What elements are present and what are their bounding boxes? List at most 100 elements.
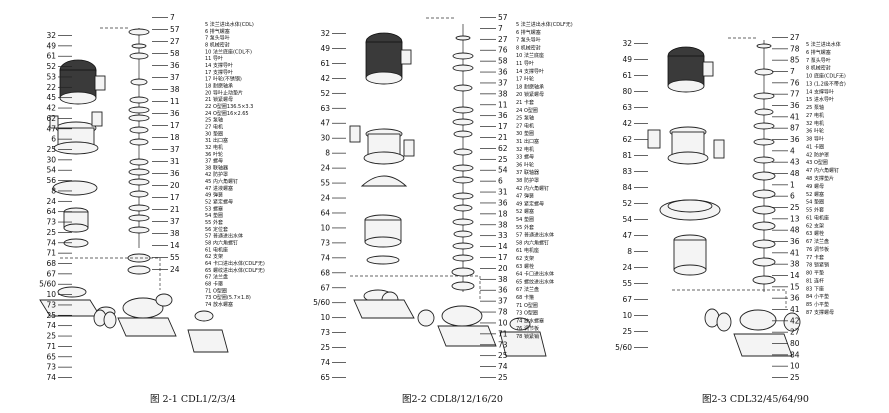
callout-number: 74: [320, 358, 330, 367]
legend-entry: 7 泵头导叶: [205, 35, 230, 42]
legend-entry: 7 泵头导叶: [516, 37, 541, 44]
callout-number: 25: [498, 373, 508, 382]
legend-entry: 54 垫圈: [516, 216, 534, 223]
callout-number: 37: [170, 145, 180, 154]
callout-number: 42: [622, 119, 632, 128]
base-assembly-part-2: [353, 289, 547, 357]
callout-number: 61: [320, 59, 330, 68]
legend-entry: 36 叶轮: [806, 128, 824, 135]
callout-number: 25: [46, 311, 56, 320]
pump-head-part: [52, 180, 98, 196]
callout-number: 27: [790, 33, 800, 42]
callout-number: 20: [498, 264, 508, 273]
legend-entry: 27 电机: [516, 122, 534, 129]
callout-number: 36: [790, 294, 800, 303]
legend-entry: 43 O型圈: [806, 159, 828, 166]
callout-number: 38: [498, 220, 508, 229]
callout-number: 5/60: [39, 280, 56, 289]
callout-number: 5/60: [313, 298, 330, 307]
callout-number: 10: [498, 318, 508, 327]
legend-entry: 49 紧定螺母: [516, 200, 544, 207]
callout-number: 11: [498, 100, 508, 109]
legend-entry: 62 支架: [806, 222, 824, 229]
legend-entry: 64 卡口进出水体(CDLF无): [205, 260, 265, 267]
legend-entry: 68 卡箍: [205, 281, 223, 288]
callout-number: 31: [170, 157, 180, 166]
legend-entry: 61 电机座: [806, 214, 829, 221]
callout-number: 25: [622, 327, 632, 336]
callout-number: 42: [46, 104, 56, 113]
callout-number: 27: [790, 328, 800, 337]
legend-entry: 27 电机: [205, 123, 223, 130]
callout-number: 68: [46, 259, 56, 268]
callout-number: 81: [622, 151, 632, 160]
legend-entry: 58 内六角螺钉: [205, 240, 238, 247]
legend-entry: 55 外套: [806, 207, 824, 214]
legend-entry: 54 垫圈: [205, 212, 223, 219]
legend-entry: 63 螺栓: [516, 263, 534, 270]
callout-number: 25: [498, 155, 508, 164]
legend-entry: 55 外套: [205, 219, 223, 226]
legend-entry: 14 支撑导叶: [806, 88, 834, 95]
legend-entry: 48 支撑垫片: [806, 175, 834, 182]
callout-number: 25: [320, 343, 330, 352]
callout-number: 68: [320, 268, 330, 277]
legend-entry: 85 小平垫: [806, 301, 829, 308]
callout-number: 62: [46, 114, 56, 123]
callout-number: 17: [498, 122, 508, 131]
legend-entry: 8 机械密封: [516, 44, 541, 51]
legend-entry: 49 螺母: [806, 183, 824, 190]
callout-number-layer: 3249615253224542624762530545682464732574…: [39, 13, 800, 382]
legend-entry: 13 (1,2级不带合): [806, 80, 846, 87]
legend-entry: 78 锁紧销: [516, 333, 539, 340]
legend-entry: 24 O型圈: [516, 107, 538, 114]
pump-head-part-2: [360, 175, 408, 187]
callout-number: 38: [790, 260, 800, 269]
legend-entry: 30 垫圈: [205, 130, 223, 137]
callout-number: 71: [498, 329, 508, 338]
callout-number: 73: [498, 340, 508, 349]
impeller-stack-part-3: [752, 40, 776, 292]
callout-number: 77: [790, 90, 800, 99]
callout-number: 55: [170, 253, 180, 262]
legend-entry: 47 进液螺塞: [205, 185, 233, 192]
callout-number: 61: [46, 52, 56, 61]
callout-number: 21: [170, 205, 180, 214]
callout-number: 36: [170, 109, 180, 118]
legend-entry: 20 锁紧螺母: [516, 91, 544, 98]
callout-number: 22: [46, 83, 56, 92]
callout-number: 74: [46, 321, 56, 330]
callout-number: 25: [790, 203, 800, 212]
callout-number: 10: [320, 313, 330, 322]
legend-entry: 6 排气螺塞: [205, 28, 230, 35]
callout-number: 49: [622, 55, 632, 64]
legend-entry: 32 电机: [806, 120, 824, 127]
callout-number: 73: [46, 300, 56, 309]
motor-part-3: [667, 46, 714, 93]
impeller-stack-part-2: [451, 24, 475, 292]
callout-number: 48: [790, 226, 800, 235]
callout-number: 43: [790, 158, 800, 167]
legend-entry: 32 电机: [516, 146, 534, 153]
legend-entry: 74 放水螺塞: [205, 301, 233, 308]
legend-entry: 21 锁紧螺母: [205, 96, 233, 103]
callout-number: 27: [498, 35, 508, 44]
callout-number: 10: [622, 311, 632, 320]
callout-number: 32: [622, 39, 632, 48]
callout-number: 80: [622, 87, 632, 96]
legend-entry: 41 卡圈: [806, 143, 824, 150]
legend-entry: 8 机械密封: [205, 41, 230, 48]
legend-entry: 22 O型圈136.5×3.3: [205, 103, 253, 110]
callout-number: 41: [790, 112, 800, 121]
legend-entry: 37 螺母: [205, 158, 223, 165]
legend-entry: 10 底座(CDLF无): [806, 73, 846, 80]
callout-number: 49: [46, 41, 56, 50]
figure-1-drawing: [39, 27, 229, 353]
legend-entry: 78 锁紧销: [806, 262, 829, 269]
callout-number: 78: [790, 44, 800, 53]
legend-entry: 33 螺母: [516, 154, 534, 161]
callout-number: 38: [170, 229, 180, 238]
callout-number: 53: [46, 72, 56, 81]
callout-number: 15: [790, 282, 800, 291]
